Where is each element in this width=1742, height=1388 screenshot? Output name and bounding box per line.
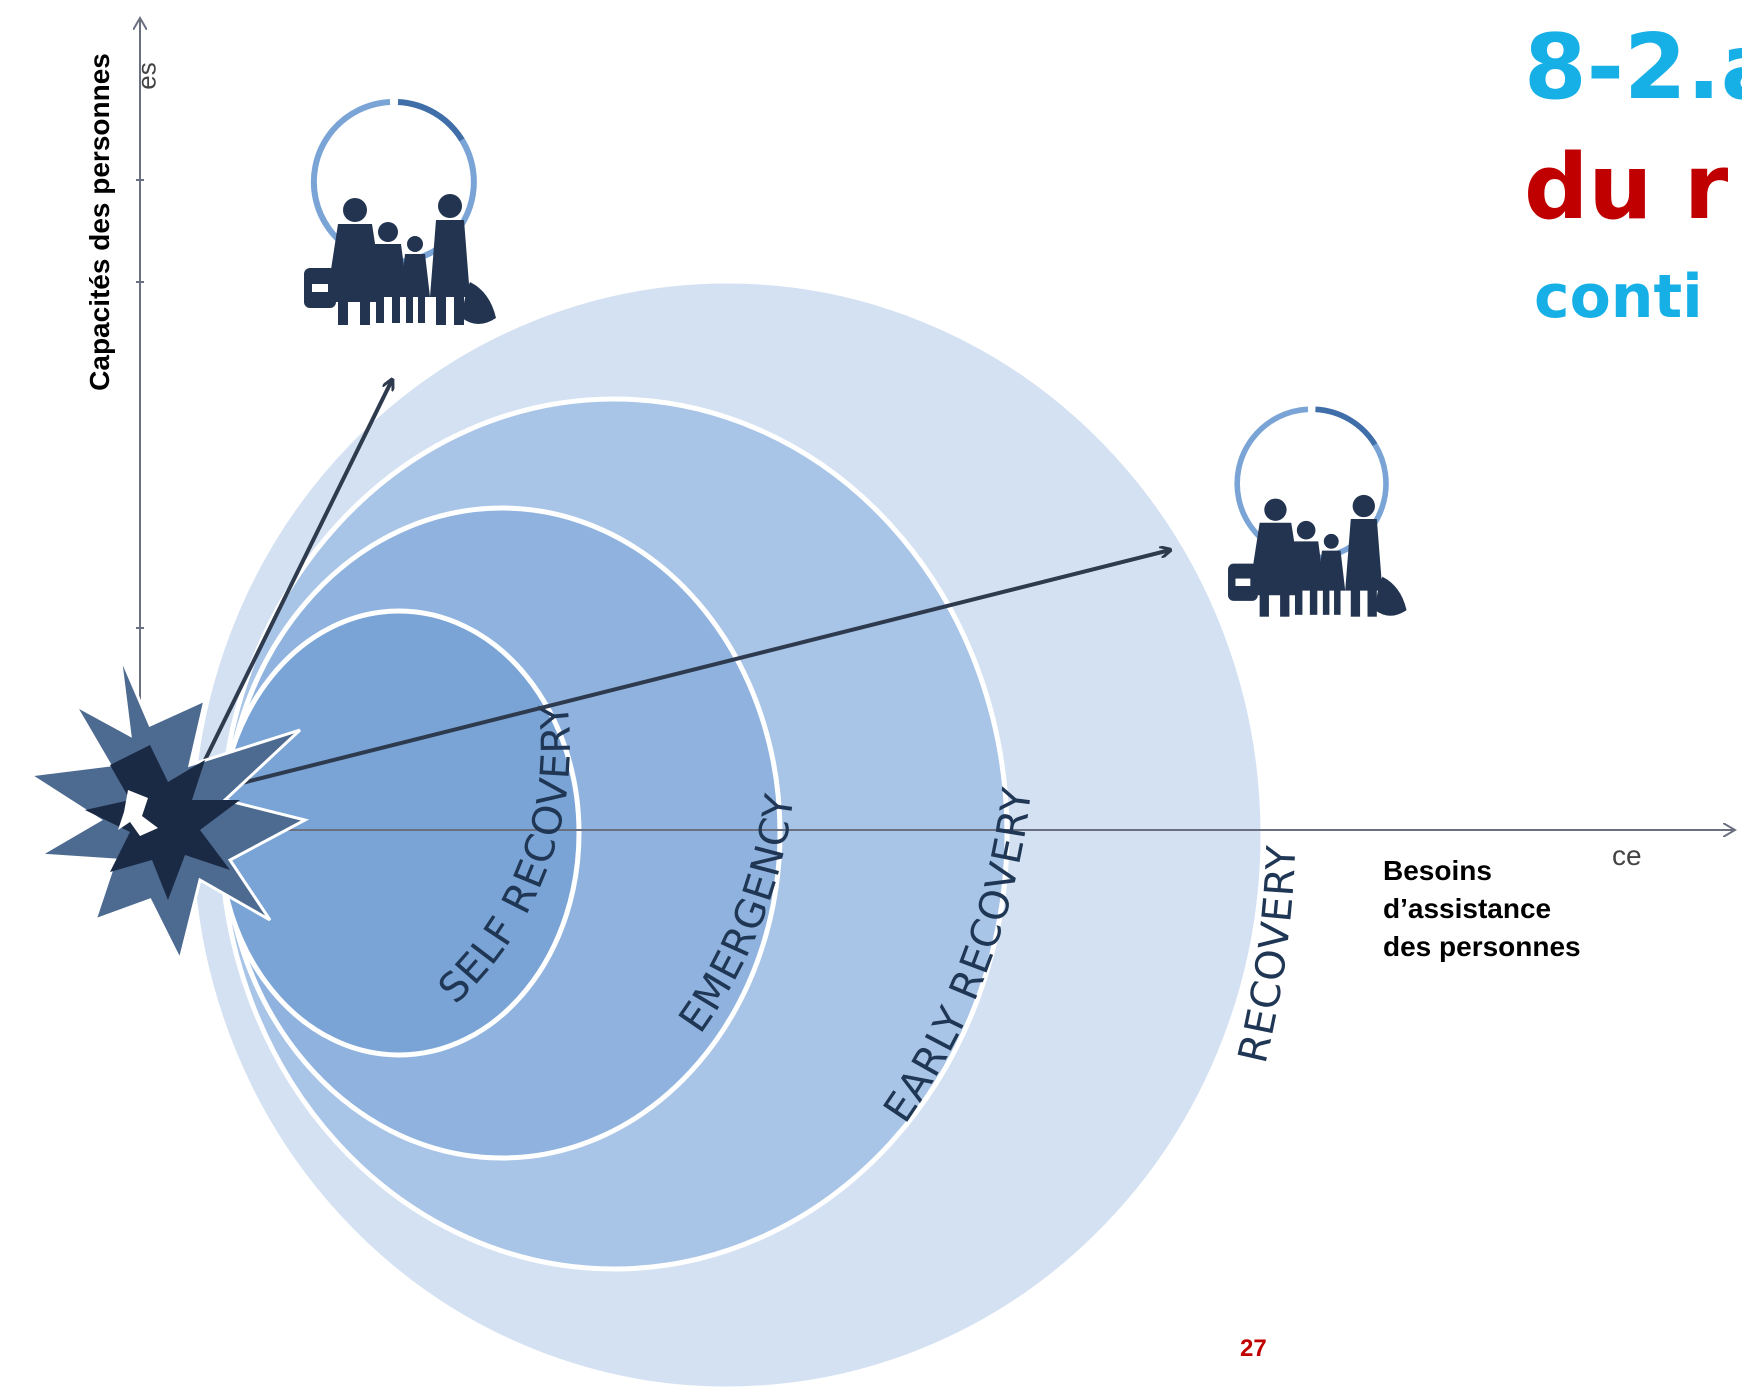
y-axis-label: Capacités des personnes bbox=[84, 53, 115, 391]
y-axis-label-fragment: es bbox=[131, 62, 162, 90]
x-axis-label-line: des personnes bbox=[1383, 931, 1581, 962]
family-icon bbox=[1228, 406, 1407, 617]
slide-title-line-2: du r bbox=[1524, 135, 1729, 240]
x-axis-label-line: Besoins bbox=[1383, 855, 1492, 886]
explosion-icon bbox=[25, 654, 310, 965]
family-icon bbox=[304, 99, 496, 325]
arrow-to-capacities bbox=[203, 380, 392, 761]
arrow-to-recovery bbox=[229, 550, 1170, 788]
slide-title-line-1: 8-2.a bbox=[1524, 15, 1742, 120]
page-number: 27 bbox=[1240, 1335, 1267, 1362]
x-axis-label: Besoins d’assistance des personnes bbox=[1383, 852, 1581, 966]
x-axis-label-fragment: ce bbox=[1612, 840, 1642, 871]
slide-title-line-3: conti bbox=[1534, 262, 1703, 332]
x-axis-label-line: d’assistance bbox=[1383, 893, 1552, 924]
